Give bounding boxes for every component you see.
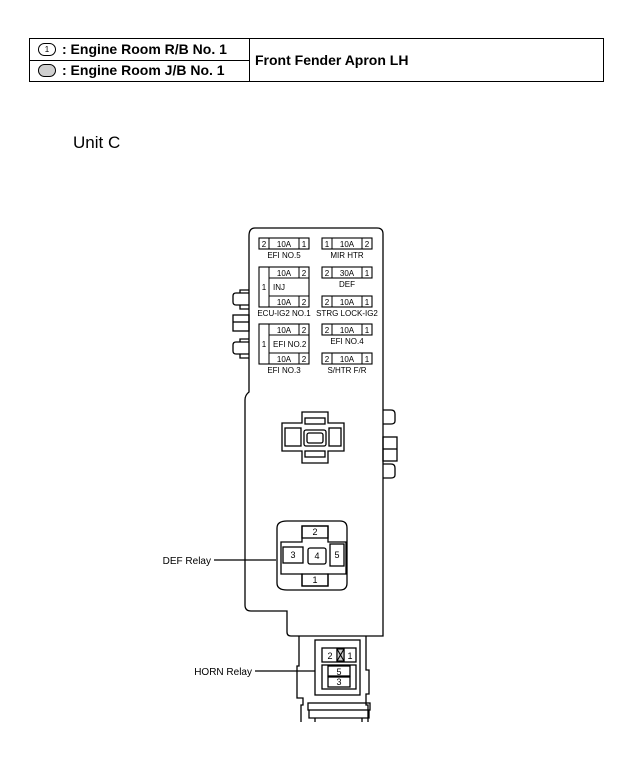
- def-relay-pin-4: 4: [314, 551, 319, 561]
- dual-fuse-efi2_efi3-top-amp: 10A: [277, 326, 292, 335]
- fuse-efi4-label: EFI NO.4: [330, 337, 364, 346]
- fuse-efi5-label: EFI NO.5: [267, 251, 301, 260]
- def-relay-pin-1: 1: [312, 575, 317, 585]
- fuse-strg-left-pin: 2: [325, 298, 330, 307]
- fuse-mirhtr-label: MIR HTR: [330, 251, 364, 260]
- def-relay-pin-5: 5: [334, 550, 339, 560]
- horn-relay-pin-5: 5: [336, 667, 341, 677]
- horn-relay-pin-3: 3: [336, 677, 341, 687]
- center-connector: [281, 411, 345, 464]
- fuse-shtr-amp: 10A: [340, 355, 355, 364]
- legend-row-jb: : Engine Room J/B No. 1: [30, 60, 249, 81]
- horn-relay-label: HORN Relay: [194, 667, 252, 678]
- fuse-shtr-label: S/HTR F/R: [327, 366, 366, 375]
- fuse-efi4-amp: 10A: [340, 326, 355, 335]
- fuse-efi5-right-pin: 1: [302, 240, 307, 249]
- legend-table: 1 : Engine Room R/B No. 1 : Engine Room …: [29, 38, 604, 82]
- dual-fuse-efi2_efi3-bottom-pin: 2: [302, 355, 307, 364]
- right-clip-top: [383, 409, 396, 425]
- block-outline: [244, 227, 384, 637]
- dual-fuse-inj_ecu-top-amp: 10A: [277, 269, 292, 278]
- fuse-strg-label: STRG LOCK-IG2: [316, 309, 378, 318]
- fuse-mirhtr-right-pin: 2: [365, 240, 370, 249]
- legend-left-cell: 1 : Engine Room R/B No. 1 : Engine Room …: [30, 39, 250, 81]
- right-clip-bottom: [383, 463, 396, 479]
- dual-fuse-efi2_efi3-label: EFI NO.3: [267, 366, 301, 375]
- junction-block-symbol-icon: [38, 64, 56, 77]
- fuse-efi5-amp: 10A: [277, 240, 292, 249]
- dual-fuse-inj_ecu-bottom-amp: 10A: [277, 298, 292, 307]
- dual-fuse-efi2_efi3-inner-label: EFI NO.2: [273, 340, 307, 349]
- fuse-def-amp: 30A: [340, 269, 355, 278]
- fuse-mirhtr-left-pin: 1: [325, 240, 330, 249]
- dual-fuse-efi2_efi3-bottom-amp: 10A: [277, 355, 292, 364]
- fuse-def-label: DEF: [339, 280, 355, 289]
- left-clip-bottom: [232, 341, 249, 355]
- fuse-shtr-right-pin: 1: [365, 355, 370, 364]
- fuse-def-left-pin: 2: [325, 269, 330, 278]
- fuse-efi4-left-pin: 2: [325, 326, 330, 335]
- fuse-strg-amp: 10A: [340, 298, 355, 307]
- fuse-shtr-box: [321, 352, 373, 365]
- dual-fuse-efi2_efi3-common-pin: 1: [262, 340, 267, 349]
- dual-fuse-inj_ecu-label: ECU-IG2 NO.1: [257, 309, 311, 318]
- legend-row-rb: 1 : Engine Room R/B No. 1: [30, 39, 249, 61]
- def-relay-socket: [276, 520, 348, 591]
- dual-fuse-efi2_efi3-top-pin: 2: [302, 326, 307, 335]
- dual-fuse-inj_ecu-bottom-pin: 2: [302, 298, 307, 307]
- fuse-shtr-left-pin: 2: [325, 355, 330, 364]
- fuse-def-right-pin: 1: [365, 269, 370, 278]
- relay-block-symbol-icon: 1: [38, 43, 56, 56]
- fuse-efi4-right-pin: 1: [365, 326, 370, 335]
- fuse-mirhtr-box: [321, 237, 373, 250]
- fuse-strg-box: [321, 295, 373, 308]
- horn-relay-pin-2: 2: [327, 651, 332, 661]
- legend-location: Front Fender Apron LH: [255, 52, 409, 68]
- fuse-mirhtr-amp: 10A: [340, 240, 355, 249]
- horn-relay-socket: [314, 639, 361, 696]
- fuse-efi4-box: [321, 323, 373, 336]
- fuse-strg-right-pin: 1: [365, 298, 370, 307]
- fuse-efi5-left-pin: 2: [262, 240, 267, 249]
- dual-fuse-inj_ecu-top-pin: 2: [302, 269, 307, 278]
- left-clip-mid: [232, 314, 250, 332]
- unit-title: Unit C: [73, 133, 121, 152]
- def-relay-pin-2: 2: [312, 527, 317, 537]
- dual-fuse-inj_ecu-common-pin: 1: [262, 283, 267, 292]
- fuse-def-box: [321, 266, 373, 279]
- dual-fuse-inj_ecu-inner-label: INJ: [273, 283, 285, 292]
- left-clip-top: [232, 292, 249, 306]
- fuse-efi5-box: [258, 237, 310, 250]
- def-relay-label: DEF Relay: [163, 556, 211, 567]
- legend-rb-label: : Engine Room R/B No. 1: [62, 41, 227, 57]
- def-relay-pin-3: 3: [290, 550, 295, 560]
- legend-jb-label: : Engine Room J/B No. 1: [62, 62, 225, 78]
- horn-relay-pin-1: 1: [347, 651, 352, 661]
